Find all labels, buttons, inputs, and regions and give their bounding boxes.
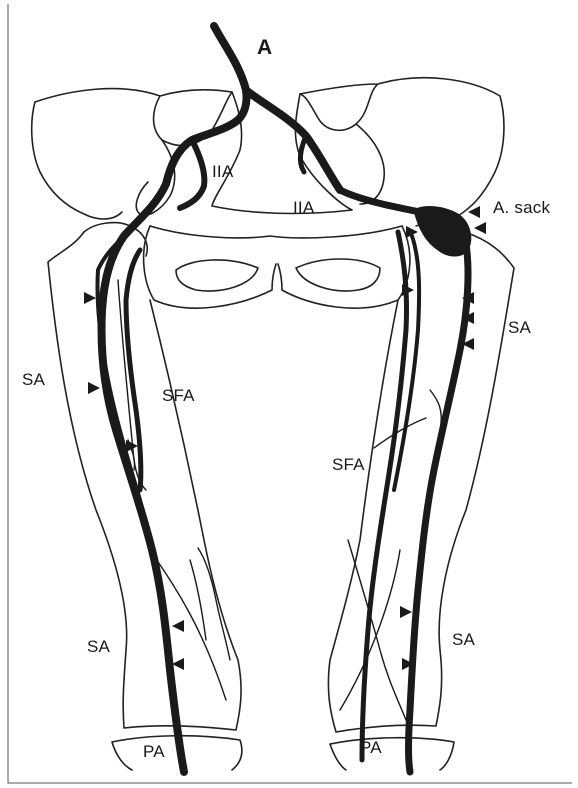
left-collateral-3 [198, 548, 230, 660]
right-femur [328, 232, 514, 732]
sfa-right-label: SFA [332, 455, 365, 475]
right-sfa-vessel [362, 232, 407, 760]
left-iliac-wing [32, 89, 232, 219]
sacrum [212, 92, 352, 213]
left-obturator-foramen [176, 260, 258, 291]
aorta-label: A [257, 36, 272, 60]
sfa-right-leader [374, 418, 426, 448]
left-collateral-4 [190, 560, 206, 640]
sa-right-lower-label: SA [452, 630, 475, 650]
right-iliac-wing [300, 78, 504, 216]
sa-left-lower-label: SA [87, 637, 110, 657]
femurs [48, 232, 514, 732]
arrow-aneurysm-2 [474, 222, 486, 234]
right-internal-iliac [300, 136, 306, 172]
vessels [97, 26, 470, 772]
right-sacroiliac [356, 124, 384, 204]
pubic-arch [144, 226, 410, 308]
sa-left-upper-label: SA [22, 370, 45, 390]
right-common-iliac [246, 90, 340, 190]
arrow-right-4 [400, 606, 412, 618]
arrow-left-4 [172, 620, 184, 632]
aorta-vessel [214, 26, 247, 120]
arrow-left-2 [88, 382, 100, 394]
right-collateral-1 [430, 390, 441, 430]
sa-right-upper-label: SA [508, 318, 531, 338]
pa-left-label: PA [143, 742, 165, 762]
pa-right-label: PA [360, 738, 382, 758]
right-tibia [330, 738, 454, 770]
arrows [84, 206, 486, 670]
pelvis [32, 78, 504, 308]
sfa-left-label: SFA [162, 386, 195, 406]
right-obturator-foramen [296, 259, 380, 291]
iia-left-label: IIA [212, 162, 233, 182]
aneurysm-sack-label: A. sack [493, 198, 550, 218]
iia-right-label: IIA [293, 198, 314, 218]
arrow-left-1 [84, 292, 96, 304]
